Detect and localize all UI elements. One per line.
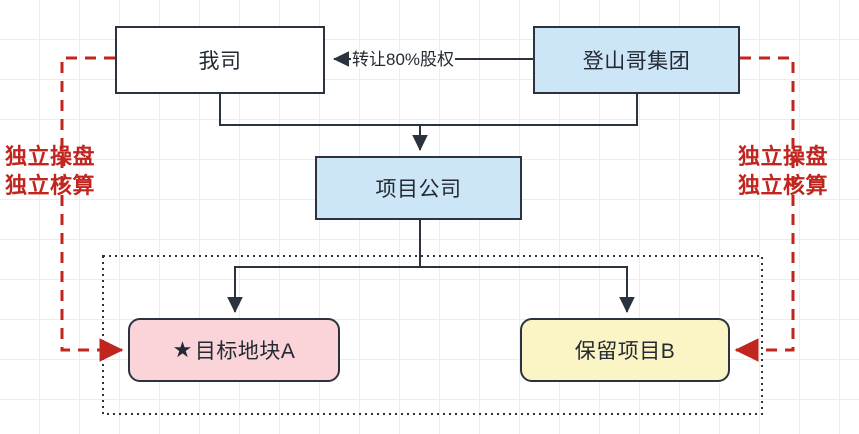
node-wosi-label: 我司 — [198, 50, 242, 73]
edge-wosi-to-project — [219, 94, 420, 126]
edge-project-to-keep — [420, 266, 635, 313]
edge-label-transfer: 转让80%股权 — [351, 50, 456, 69]
annotation-right-line2: 独立核算 — [738, 173, 829, 199]
node-retained-project-b[interactable]: 保留项目B — [520, 318, 730, 382]
node-target-label: 目标地块A — [194, 340, 296, 363]
edge-project-to-target — [227, 266, 420, 313]
node-dengshange-group[interactable]: 登山哥集团 — [533, 26, 740, 94]
node-project-label: 项目公司 — [375, 178, 462, 201]
edge-group-to-project — [420, 94, 638, 126]
star-icon: ★ — [172, 337, 193, 362]
node-group-label: 登山哥集团 — [582, 50, 691, 73]
annotation-right: 独立操盘 独立核算 — [738, 142, 828, 201]
node-target-plot-a[interactable]: ★ 目标地块A — [128, 318, 340, 382]
node-wosi[interactable]: 我司 — [115, 26, 325, 94]
annotation-left: 独立操盘 独立核算 — [5, 142, 95, 201]
annotation-left-line2: 独立核算 — [5, 173, 96, 199]
node-project-company[interactable]: 项目公司 — [315, 156, 522, 220]
annotation-left-line1: 独立操盘 — [5, 144, 96, 169]
node-keep-label: 保留项目B — [574, 340, 676, 363]
annotation-right-line1: 独立操盘 — [738, 144, 829, 169]
edge-group-to-keep-dashed — [734, 56, 795, 362]
edge-wosi-to-target-dashed — [60, 56, 124, 362]
